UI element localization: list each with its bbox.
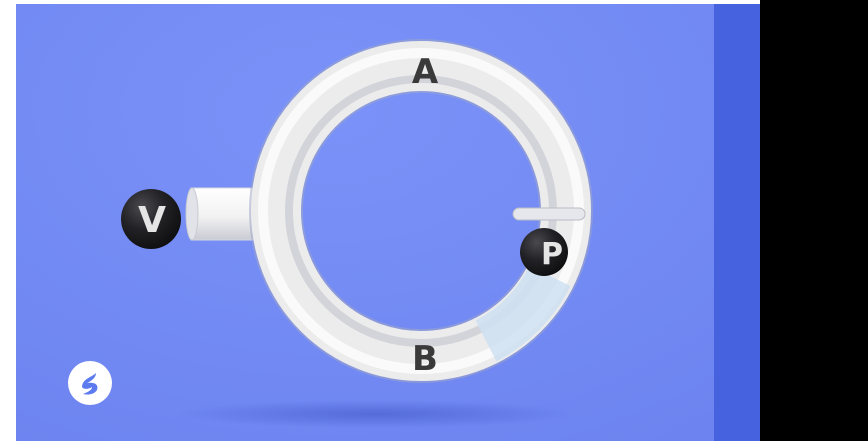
tube-illustration: A B V P xyxy=(16,4,714,441)
label-a: A xyxy=(412,52,439,92)
stylized-s-logo-icon xyxy=(61,354,119,412)
label-p: P xyxy=(541,237,563,272)
floor-shadow xyxy=(176,400,576,428)
label-v: V xyxy=(138,200,166,241)
brand-logo xyxy=(61,354,119,412)
illustration-scene: A B V P xyxy=(16,4,714,441)
side-strip xyxy=(714,4,760,441)
black-panel xyxy=(760,0,868,441)
ring-collar xyxy=(513,208,585,220)
label-b: B xyxy=(412,339,438,379)
